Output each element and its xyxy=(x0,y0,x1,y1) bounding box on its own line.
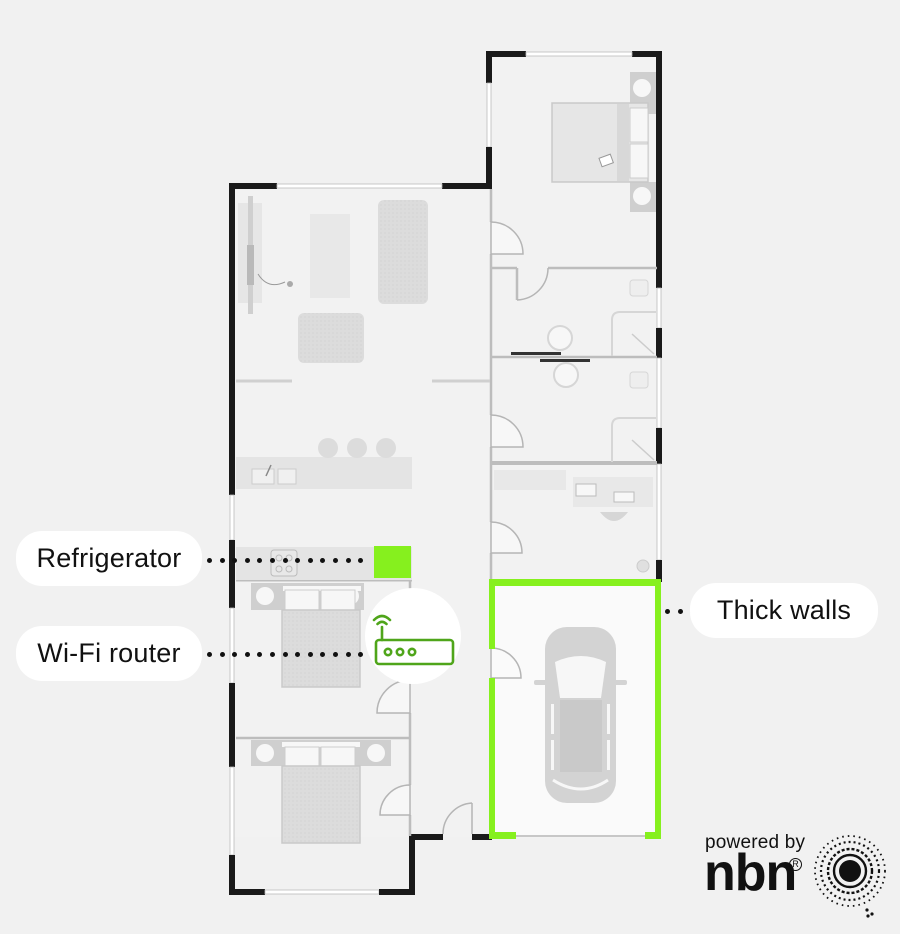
wifi-router-label-text: Wi-Fi router xyxy=(37,638,181,668)
registered-mark-icon: R xyxy=(789,858,802,871)
powered-by-text: powered by xyxy=(705,832,806,853)
thick-walls-label: Thick walls xyxy=(690,583,878,638)
bedroom-2-bed xyxy=(251,583,364,688)
bedroom-3-bed xyxy=(251,740,391,844)
refrigerator-label-text: Refrigerator xyxy=(36,543,182,573)
nbn-logo-text: nbn xyxy=(704,844,797,902)
doors xyxy=(376,221,549,835)
wifi-router-icon xyxy=(372,614,455,666)
refrigerator-icon xyxy=(374,546,411,578)
kitchen xyxy=(236,438,412,580)
interior-walls xyxy=(236,189,657,836)
garage-thick-walls xyxy=(489,579,661,839)
nbn-australia-logo-icon xyxy=(814,835,886,918)
wifi-router-label: Wi-Fi router xyxy=(16,626,202,681)
bathrooms xyxy=(511,279,656,462)
wifi-router-leader-dots xyxy=(207,652,371,658)
living-room-furniture xyxy=(238,196,428,363)
refrigerator-label: Refrigerator xyxy=(16,531,202,586)
thick-walls-label-text: Thick walls xyxy=(716,595,852,625)
exterior-walls xyxy=(229,51,662,895)
master-bed xyxy=(551,72,656,212)
car-icon xyxy=(534,627,627,803)
refrigerator-leader-dots xyxy=(207,558,371,564)
study-furniture xyxy=(494,470,653,573)
